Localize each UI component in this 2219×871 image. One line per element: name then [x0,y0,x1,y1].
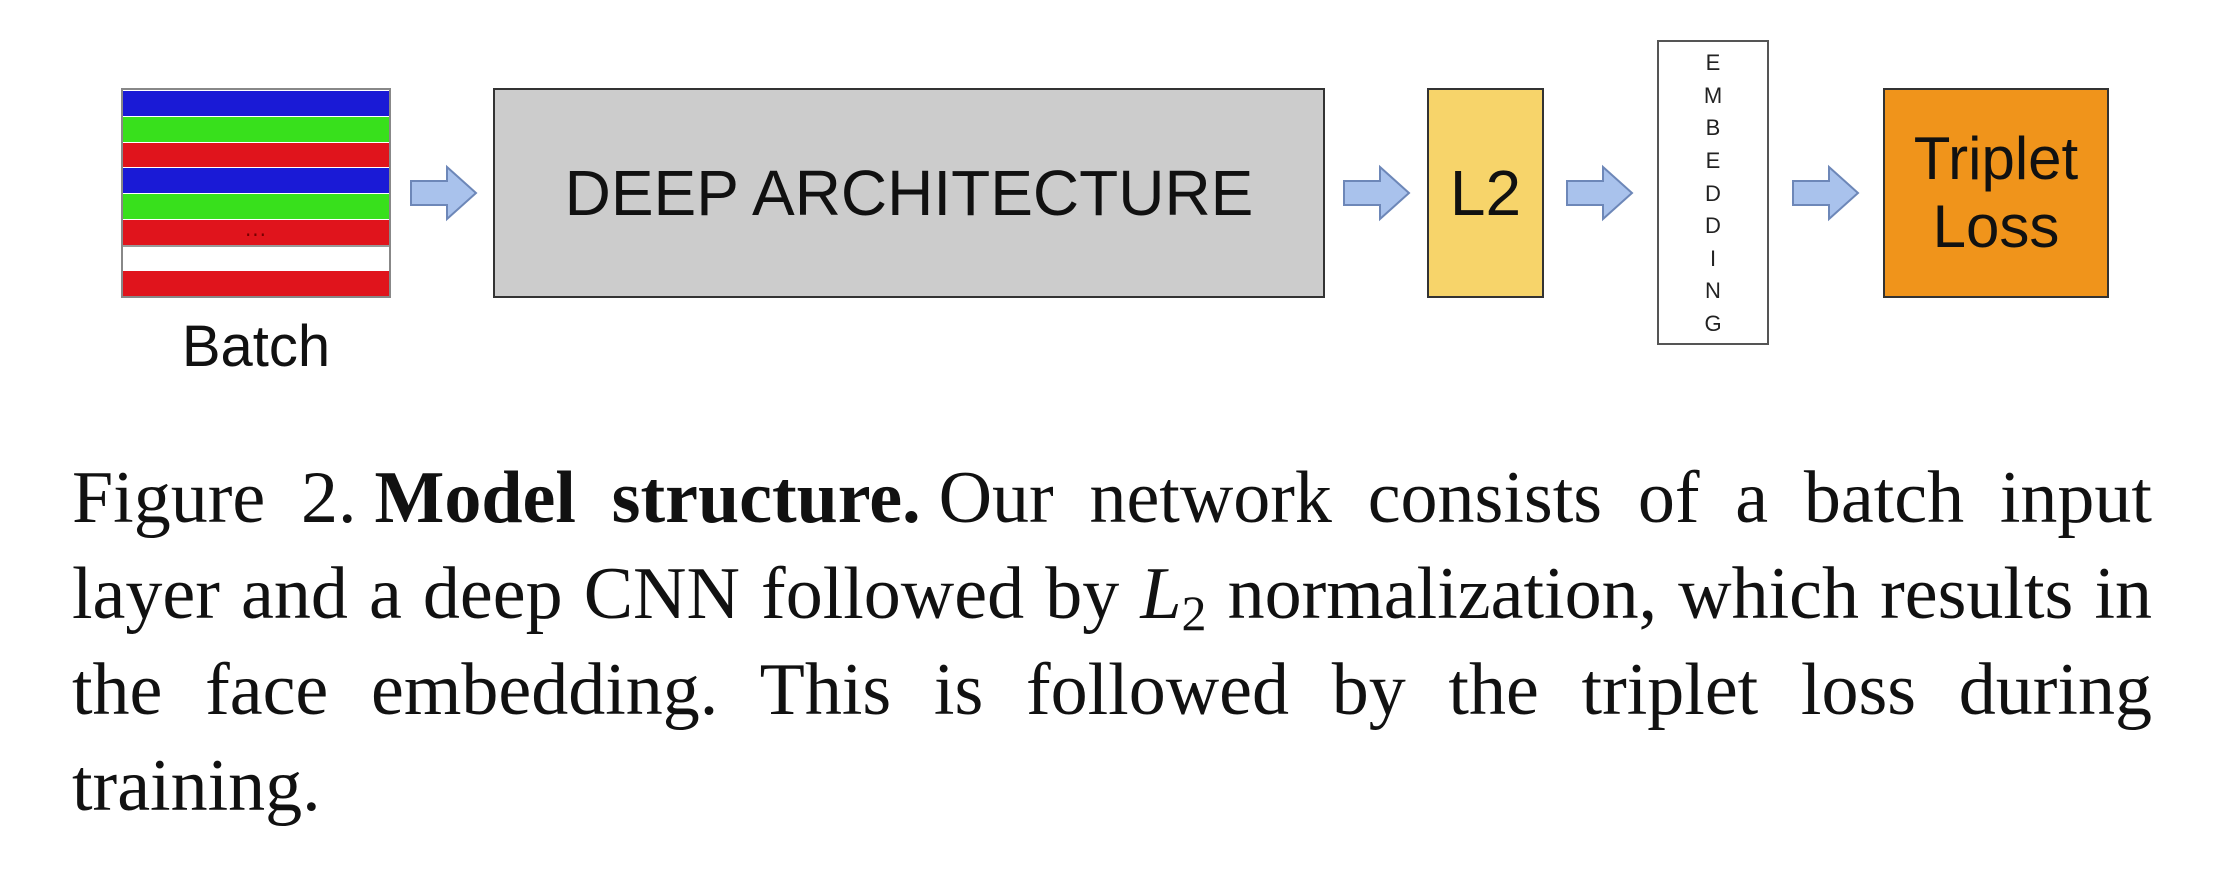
embedding-letter: E [1705,147,1721,173]
embedding-letter: D [1705,180,1721,206]
figure-caption: Figure 2.Model structure.Our network con… [72,450,2152,834]
batch-stripe [123,244,389,271]
math-base: L [1140,553,1182,635]
triplet-loss-box: Triplet Loss [1883,88,2109,298]
arrow-right-icon [409,164,479,222]
embedding-letter: G [1704,311,1722,336]
arrow-right-icon [1342,164,1412,222]
figure-label: Figure 2. [72,457,357,539]
batch-stripe [123,270,389,296]
math-subscript: 2 [1181,585,1207,641]
triplet-loss-label-line2: Loss [1932,193,2060,260]
caption-title: Model structure. [374,457,921,539]
batch-block: ... [121,88,391,298]
batch-stripe [123,90,389,116]
embedding-letter: M [1703,82,1723,108]
embedding-letter: N [1705,278,1721,304]
batch-label: Batch [181,314,331,379]
embedding-box: E M B E D D I N G [1657,40,1769,345]
batch-ellipsis: ... [244,217,268,241]
batch-stripe [123,193,389,219]
deep-architecture-label: DEEP ARCHITECTURE [564,157,1254,229]
arrow-right-icon [1791,164,1861,222]
math-l2: L2 [1140,553,1206,638]
embedding-letter: D [1705,213,1721,239]
caption-text-part1: Our network consists of a batch input la… [72,457,2152,635]
batch-stripe [123,141,389,168]
caption-text-part2: normalization, which results in the face… [72,553,2152,827]
batch-stripe [123,115,389,142]
l2-label: L2 [1449,157,1522,229]
l2-box: L2 [1427,88,1544,298]
batch-stripe [123,218,389,245]
arrow-right-icon [1565,164,1635,222]
embedding-letter: B [1705,115,1721,141]
batch-stripe [123,167,389,193]
embedding-letter: E [1705,50,1721,75]
deep-architecture-box: DEEP ARCHITECTURE [493,88,1325,298]
embedding-letter: I [1709,245,1717,271]
triplet-loss-label-line1: Triplet [1913,125,2079,192]
